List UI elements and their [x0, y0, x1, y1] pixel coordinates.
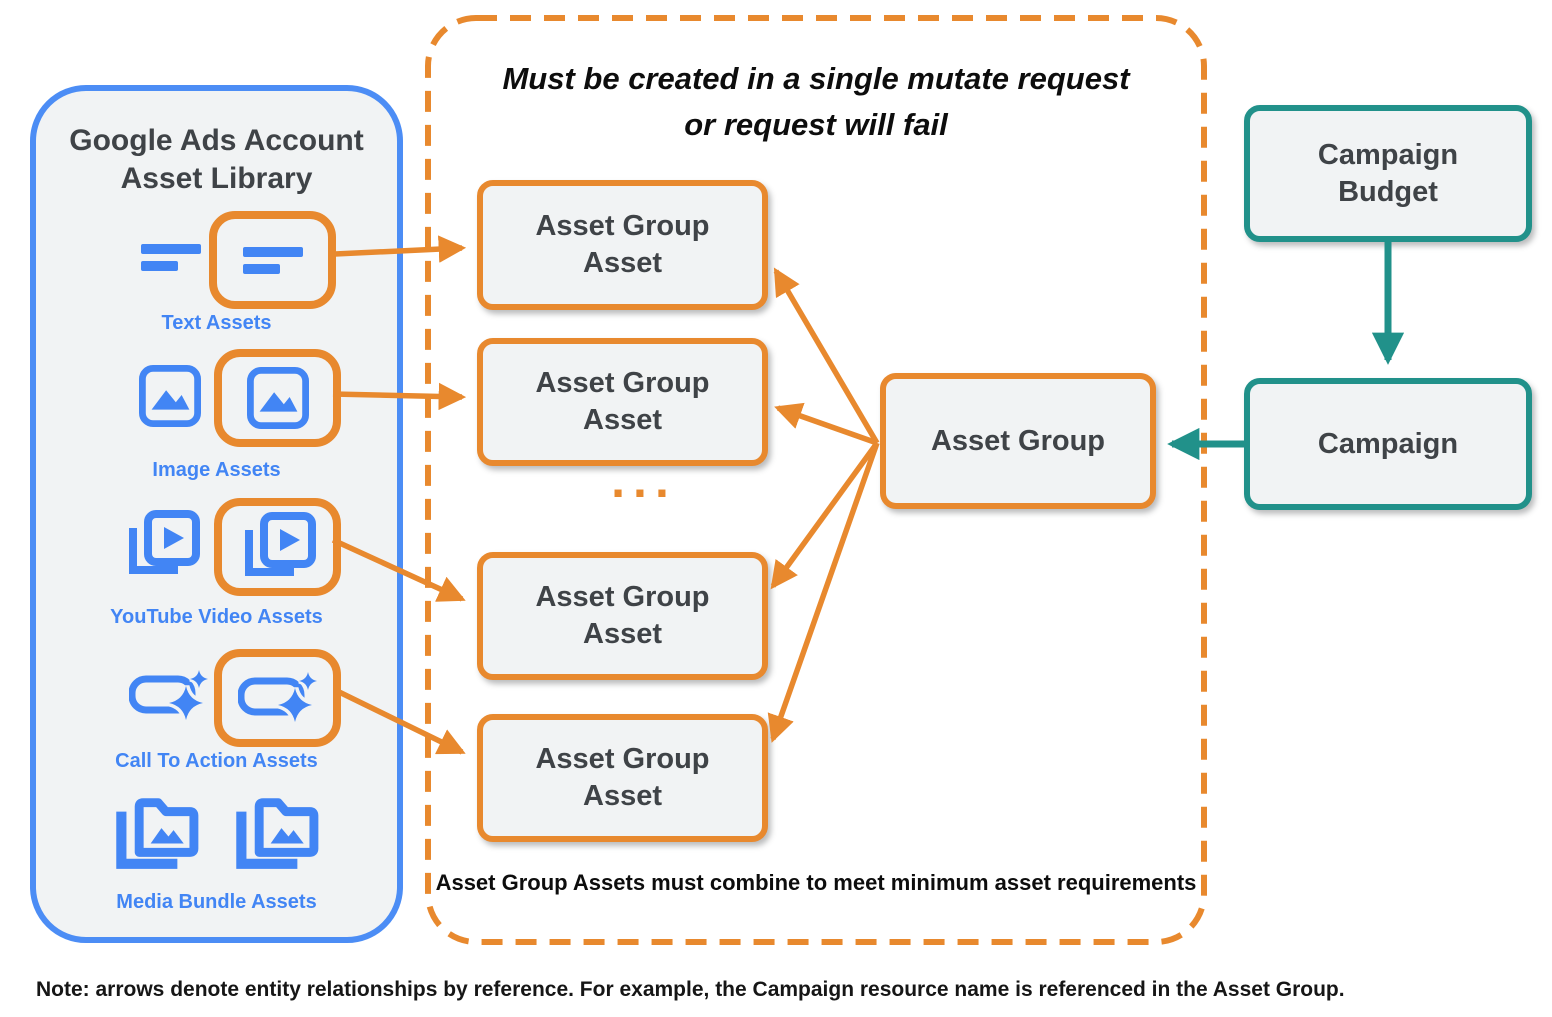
asset-group-asset-box-3: Asset Group Asset — [477, 552, 768, 680]
video-stack-icon-highlight — [214, 498, 341, 596]
media-bundle-assets-label: Media Bundle Assets — [116, 891, 317, 913]
asset-group-asset-box-2: Asset Group Asset — [477, 338, 768, 466]
image-assets-row — [139, 349, 341, 447]
image-icon — [139, 364, 201, 432]
asset-group-box: Asset Group — [880, 373, 1156, 509]
youtube-video-assets-label: YouTube Video Assets — [110, 606, 323, 628]
cta-sparkle-icon-highlight — [214, 649, 341, 747]
media-bundle-assets-row — [111, 788, 323, 880]
text-assets-row — [141, 211, 336, 309]
asset-group-asset-box-1: Asset Group Asset — [477, 180, 768, 310]
footnote: Note: arrows denote entity relationships… — [36, 978, 1345, 1001]
text-lines-icon — [141, 244, 201, 276]
call-to-action-assets-label: Call To Action Assets — [115, 750, 318, 772]
asset-group-asset-box-4: Asset Group Asset — [477, 714, 768, 842]
text-lines-icon-highlight — [209, 211, 336, 309]
mutate-group-caption: Asset Group Assets must combine to meet … — [435, 870, 1197, 895]
media-bundle-icon — [231, 790, 323, 879]
campaign-budget-box: Campaign Budget — [1244, 105, 1532, 242]
media-bundle-icon — [111, 790, 203, 879]
cta-sparkle-icon — [128, 668, 209, 729]
image-assets-label: Image Assets — [152, 459, 281, 481]
call-to-action-assets-row — [128, 649, 341, 747]
mutate-group-title: Must be created in a single mutate reque… — [502, 61, 1130, 142]
video-stack-icon — [124, 509, 200, 585]
image-icon-highlight — [214, 349, 341, 447]
asset-library-panel: Google Ads Account Asset Library Text As… — [30, 85, 403, 943]
youtube-video-assets-row — [124, 498, 341, 596]
asset-library-title: Google Ads Account Asset Library — [69, 124, 364, 195]
campaign-box: Campaign — [1244, 378, 1532, 510]
text-assets-label: Text Assets — [161, 312, 272, 334]
